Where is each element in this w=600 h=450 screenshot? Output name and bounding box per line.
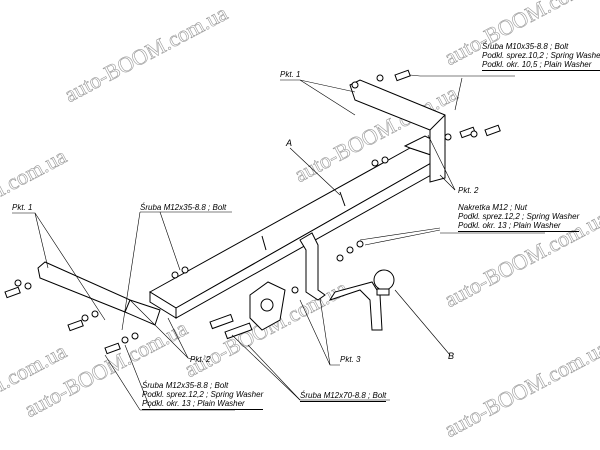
callout-line: Nakretka M12 ; Nut <box>458 203 527 212</box>
callout-bottom-left: Śruba M12x35-8.8 ; Bolt Podkl. sprez.12,… <box>142 381 264 410</box>
callout-top-right: Śruba M10x35-8.8 ; Bolt Podkl. sprez.10,… <box>482 42 600 71</box>
callout-line: Podkl. okr. 13 ; Plain Washer <box>142 399 264 410</box>
callout-right-mid: Nakretka M12 ; Nut Podkl. sprez.12,2 ; S… <box>458 203 580 232</box>
label-pkt3: Pkt. 3 <box>340 355 361 364</box>
washers <box>14 74 478 344</box>
label-part-b: B <box>448 351 455 361</box>
callout-bottom-mid: Śruba M12x70-8.8 ; Bolt <box>300 391 387 402</box>
label-part-a: A <box>286 138 293 148</box>
ball-hitch <box>328 269 395 331</box>
callout-line: Śruba M12x35-8.8 ; Bolt <box>142 381 229 390</box>
right-bracket <box>349 79 446 183</box>
center-hanger <box>299 232 326 301</box>
left-bracket <box>37 261 161 326</box>
callout-line: Śruba M10x35-8.8 ; Bolt <box>482 42 569 51</box>
callout-line: Podkl. sprez.12,2 ; Spring Washer <box>458 212 580 221</box>
label-pkt1-top: Pkt. 1 <box>280 70 301 79</box>
bolts <box>4 69 501 355</box>
label-pkt1-left: Pkt. 1 <box>12 203 33 212</box>
callout-line: Podkl. sprez.10,2 ; Spring Washer <box>482 51 600 60</box>
callout-line: Podkl. okr. 13 ; Plain Washer <box>458 221 580 232</box>
socket-plate <box>249 281 286 331</box>
callout-line: Podkl. okr. 10,5 ; Plain Washer <box>482 60 600 71</box>
label-mid-bolt: Śruba M12x35-8.8 ; Bolt <box>140 203 227 212</box>
label-pkt2-right: Pkt. 2 <box>458 186 479 195</box>
label-pkt2-left: Pkt. 2 <box>190 355 211 364</box>
callout-line: Podkl. sprez.12,2 ; Spring Washer <box>142 390 264 399</box>
